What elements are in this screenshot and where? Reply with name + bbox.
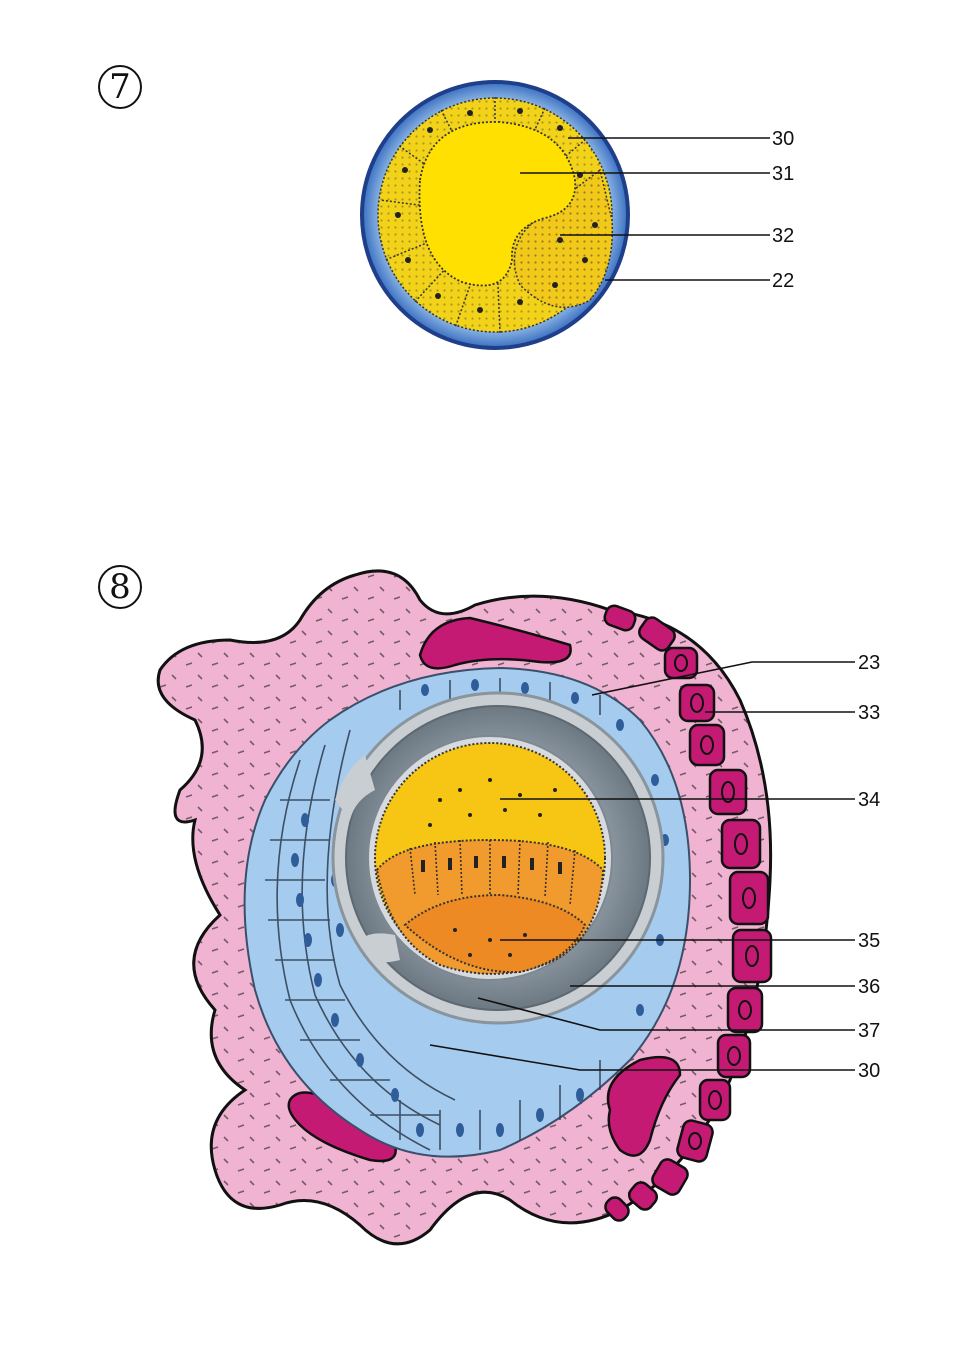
- label-30-fig8: 30: [858, 1060, 880, 1082]
- label-23: 23: [858, 652, 880, 674]
- label-30-fig7: 30: [772, 128, 794, 150]
- figure-8-implantation: 23 33 34 35 36 37 30: [158, 571, 880, 1244]
- label-37: 37: [858, 1020, 880, 1042]
- label-33: 33: [858, 702, 880, 724]
- label-22: 22: [772, 270, 794, 292]
- figure-7-blastocyst: 30 31 32 22: [362, 82, 794, 348]
- label-32: 32: [772, 225, 794, 247]
- label-34: 34: [858, 789, 880, 811]
- label-31: 31: [772, 163, 794, 185]
- label-35: 35: [858, 930, 880, 952]
- label-36: 36: [858, 976, 880, 998]
